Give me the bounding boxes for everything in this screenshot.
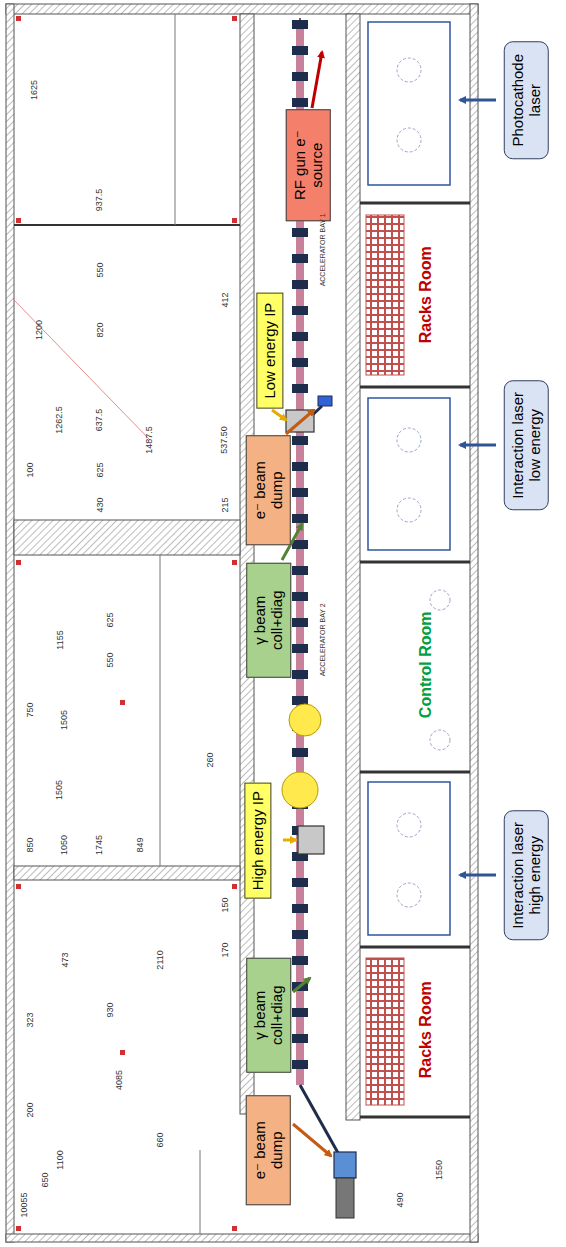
room-label: Racks Room: [416, 246, 434, 343]
area-label: ACCELERATOR BAY 1: [318, 213, 326, 286]
dimension-label: 490: [395, 1192, 405, 1207]
callout-text: Photocathode laser: [509, 49, 544, 151]
dimension-label: 637.5: [95, 409, 105, 432]
callout-box: Low energy IP: [256, 292, 283, 408]
callout-text: e⁻ beam dump: [251, 1103, 286, 1197]
callout-box: High energy IP: [244, 782, 271, 898]
dimension-label: 820: [95, 322, 105, 337]
dimension-label: 170: [220, 942, 230, 957]
dimension-label: 650: [40, 1172, 50, 1187]
dimension-label: 4085: [115, 1070, 125, 1090]
dimension-label: 625: [95, 462, 105, 477]
dimension-label: 150: [220, 897, 230, 912]
callout-text: Interaction laser low energy: [509, 388, 544, 502]
dimension-label: 625: [105, 612, 115, 627]
room-label: Racks Room: [416, 981, 434, 1078]
dimension-label: 200: [25, 1102, 35, 1117]
dimension-label: 1155: [55, 630, 65, 649]
callout-text: e⁻ beam dump: [251, 443, 286, 537]
dimension-label: 10055: [19, 1192, 29, 1217]
callout-box: Photocathode laser: [504, 41, 549, 159]
dimension-label: 1487.5: [145, 426, 155, 454]
callout-box: γ beam coll+diag: [246, 957, 291, 1072]
callout-text: RF gun e⁻ source: [291, 117, 326, 213]
callout-box: Interaction laser low energy: [504, 380, 549, 510]
dimension-label: 937.5: [95, 189, 105, 212]
dimension-label: 1625: [30, 80, 40, 100]
callout-text: Interaction laser high energy: [509, 818, 544, 932]
callout-text: Low energy IP: [261, 300, 278, 400]
dimension-label: 1050: [60, 835, 70, 855]
callout-text: γ beam coll+diag: [251, 570, 286, 669]
dimension-label: 1200: [35, 320, 45, 340]
dimension-label: 1745: [95, 835, 105, 855]
dimension-label: 849: [135, 837, 145, 852]
dimension-label: 215: [220, 497, 230, 512]
dimension-label: 2110: [155, 950, 165, 969]
dimension-label: 430: [95, 497, 105, 512]
dimension-label: 323: [25, 1012, 35, 1027]
dimension-label: 412: [220, 292, 230, 307]
dimension-label: 1550: [435, 1160, 445, 1180]
dimension-label: 537.50: [220, 426, 230, 454]
callout-text: High energy IP: [249, 790, 266, 890]
callout-box: γ beam coll+diag: [246, 562, 291, 677]
dimension-label: 100: [25, 462, 35, 477]
dimension-label: 930: [105, 1002, 115, 1017]
dimension-label: 550: [105, 652, 115, 667]
dimension-label: 550: [95, 262, 105, 277]
callout-box: e⁻ beam dump: [246, 1095, 291, 1205]
callout-box: RF gun e⁻ source: [286, 109, 331, 221]
dimension-label: 1100: [55, 1150, 65, 1169]
area-label: ACCELERATOR BAY 2: [318, 603, 326, 676]
callout-text: γ beam coll+diag: [251, 965, 286, 1064]
room-label: Control Room: [416, 611, 434, 718]
dimension-label: 260: [205, 752, 215, 767]
dimension-label: 850: [25, 837, 35, 852]
dimension-label: 1262.5: [55, 406, 65, 434]
dimension-label: 1505: [60, 710, 70, 730]
dimension-label: 1505: [55, 780, 65, 800]
dimension-label: 750: [25, 702, 35, 717]
dimension-label: 473: [60, 952, 70, 967]
callout-box: e⁻ beam dump: [246, 435, 291, 545]
callout-box: Interaction laser high energy: [504, 810, 549, 940]
dimension-label: 660: [155, 1132, 165, 1147]
